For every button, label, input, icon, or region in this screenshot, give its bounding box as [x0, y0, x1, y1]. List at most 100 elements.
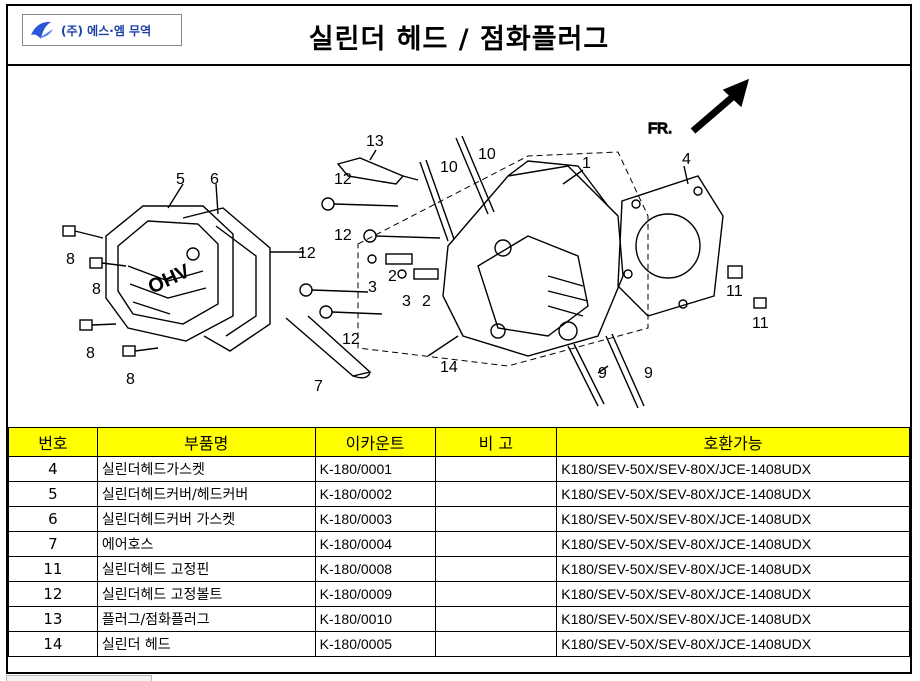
callout-11b: 11: [752, 315, 769, 332]
exploded-parts-diagram: FR.: [8, 66, 910, 429]
page-title: 실린더 헤드 / 점화플러그: [308, 24, 610, 55]
cell-compat: K180/SEV-50X/SEV-80X/JCE-1408UDX: [556, 631, 910, 657]
cell-number: 7: [8, 531, 98, 557]
header-bar: (주) 에스·엠 무역 실린더 헤드 / 점화플러그: [8, 6, 910, 66]
cell-part-name: 실린더헤드가스켓: [96, 456, 316, 482]
valve-cover: [105, 205, 234, 342]
callout-2b: 2: [422, 293, 431, 310]
cell-code: K-180/0001: [314, 456, 436, 482]
cell-part-name: 실린더헤드 고정핀: [96, 556, 316, 582]
cell-compat: K180/SEV-50X/SEV-80X/JCE-1408UDX: [556, 531, 910, 557]
callout-2a: 2: [388, 268, 397, 285]
cell-note: [434, 631, 558, 657]
direction-label: FR.: [648, 120, 672, 137]
bolt-12-group: [299, 197, 441, 319]
callout-5: 5: [176, 171, 185, 188]
cell-part-name: 에어호스: [96, 531, 316, 557]
callout-9a: 9: [598, 365, 607, 382]
cell-code: K-180/0005: [314, 631, 436, 657]
company-logo: (주) 에스·엠 무역: [22, 14, 182, 46]
callout-4: 4: [682, 151, 691, 168]
header-number: 번호: [8, 427, 98, 457]
cell-part-name: 실린더헤드 고정볼트: [96, 581, 316, 607]
callout-8b: 8: [92, 281, 101, 298]
bolt-8-group: [62, 225, 159, 357]
cell-part-name: 플러그/점화플러그: [96, 606, 316, 632]
air-hose: [285, 315, 372, 377]
cell-compat: K180/SEV-50X/SEV-80X/JCE-1408UDX: [556, 506, 910, 532]
cell-part-name: 실린더헤드커버/헤드커버: [96, 481, 316, 507]
cell-number: 11: [8, 556, 98, 582]
callout-1: 1: [582, 155, 591, 172]
cell-compat: K180/SEV-50X/SEV-80X/JCE-1408UDX: [556, 581, 910, 607]
cell-note: [434, 456, 558, 482]
header-remarks: 비 고: [434, 427, 558, 457]
cell-code: K-180/0009: [314, 581, 436, 607]
callout-12b: 12: [334, 227, 352, 244]
cell-number: 5: [8, 481, 98, 507]
cell-number: 13: [8, 606, 98, 632]
callout-numbers: 1 2 2 3 3 4 5 6 7 8 8 8 8 9 9 10 10 11 1…: [66, 133, 769, 395]
cell-part-name: 실린더 헤드: [96, 631, 316, 657]
callout-10b: 10: [478, 146, 496, 163]
cell-number: 6: [8, 506, 98, 532]
cell-code: K-180/0004: [314, 531, 436, 557]
logo-text: (주) 에스·엠 무역: [61, 23, 152, 38]
callout-11a: 11: [726, 283, 743, 300]
cell-note: [434, 556, 558, 582]
cell-compat: K180/SEV-50X/SEV-80X/JCE-1408UDX: [556, 606, 910, 632]
front-arrow-icon: [690, 91, 739, 134]
cell-code: K-180/0002: [314, 481, 436, 507]
cell-note: [434, 481, 558, 507]
header-part-name: 부품명: [96, 427, 316, 457]
cylinder-head: [442, 165, 624, 357]
cell-compat: K180/SEV-50X/SEV-80X/JCE-1408UDX: [556, 481, 910, 507]
cell-code: K-180/0010: [314, 606, 436, 632]
header-ecount: 이카운트: [314, 427, 436, 457]
cell-number: 4: [8, 456, 98, 482]
cell-number: 14: [8, 631, 98, 657]
cell-note: [434, 606, 558, 632]
sheet-tab-strip[interactable]: [6, 675, 152, 681]
dowel-pin: [727, 265, 743, 279]
cell-code: K-180/0008: [314, 556, 436, 582]
callout-8d: 8: [126, 371, 135, 388]
cell-compat: K180/SEV-50X/SEV-80X/JCE-1408UDX: [556, 556, 910, 582]
callout-14: 14: [440, 359, 458, 376]
callout-7: 7: [314, 378, 323, 395]
callout-3a: 3: [368, 279, 377, 296]
callout-3b: 3: [402, 293, 411, 310]
callout-12c: 12: [298, 245, 316, 262]
parts-drawing: FR.: [62, 78, 769, 409]
callout-12a: 12: [334, 171, 352, 188]
table-header-row: 번호 부품명 이카운트 비 고 호환가능: [8, 427, 910, 457]
head-gasket: [617, 175, 724, 317]
cell-compat: K180/SEV-50X/SEV-80X/JCE-1408UDX: [556, 456, 910, 482]
callout-13: 13: [366, 133, 384, 150]
cell-note: [434, 506, 558, 532]
header-compatibility: 호환가능: [556, 427, 910, 457]
callout-9b: 9: [644, 365, 653, 382]
cell-number: 12: [8, 581, 98, 607]
document-frame: (주) 에스·엠 무역 실린더 헤드 / 점화플러그 FR.: [6, 4, 912, 674]
cell-note: [434, 581, 558, 607]
callout-12d: 12: [342, 331, 360, 348]
cell-code: K-180/0003: [314, 506, 436, 532]
logo-mark-icon: [31, 21, 53, 39]
cell-note: [434, 531, 558, 557]
callout-6: 6: [210, 171, 219, 188]
callout-8a: 8: [66, 251, 75, 268]
spark-plug: [336, 157, 405, 185]
cell-part-name: 실린더헤드커버 가스켓: [96, 506, 316, 532]
callout-8c: 8: [86, 345, 95, 362]
callout-10a: 10: [440, 159, 458, 176]
